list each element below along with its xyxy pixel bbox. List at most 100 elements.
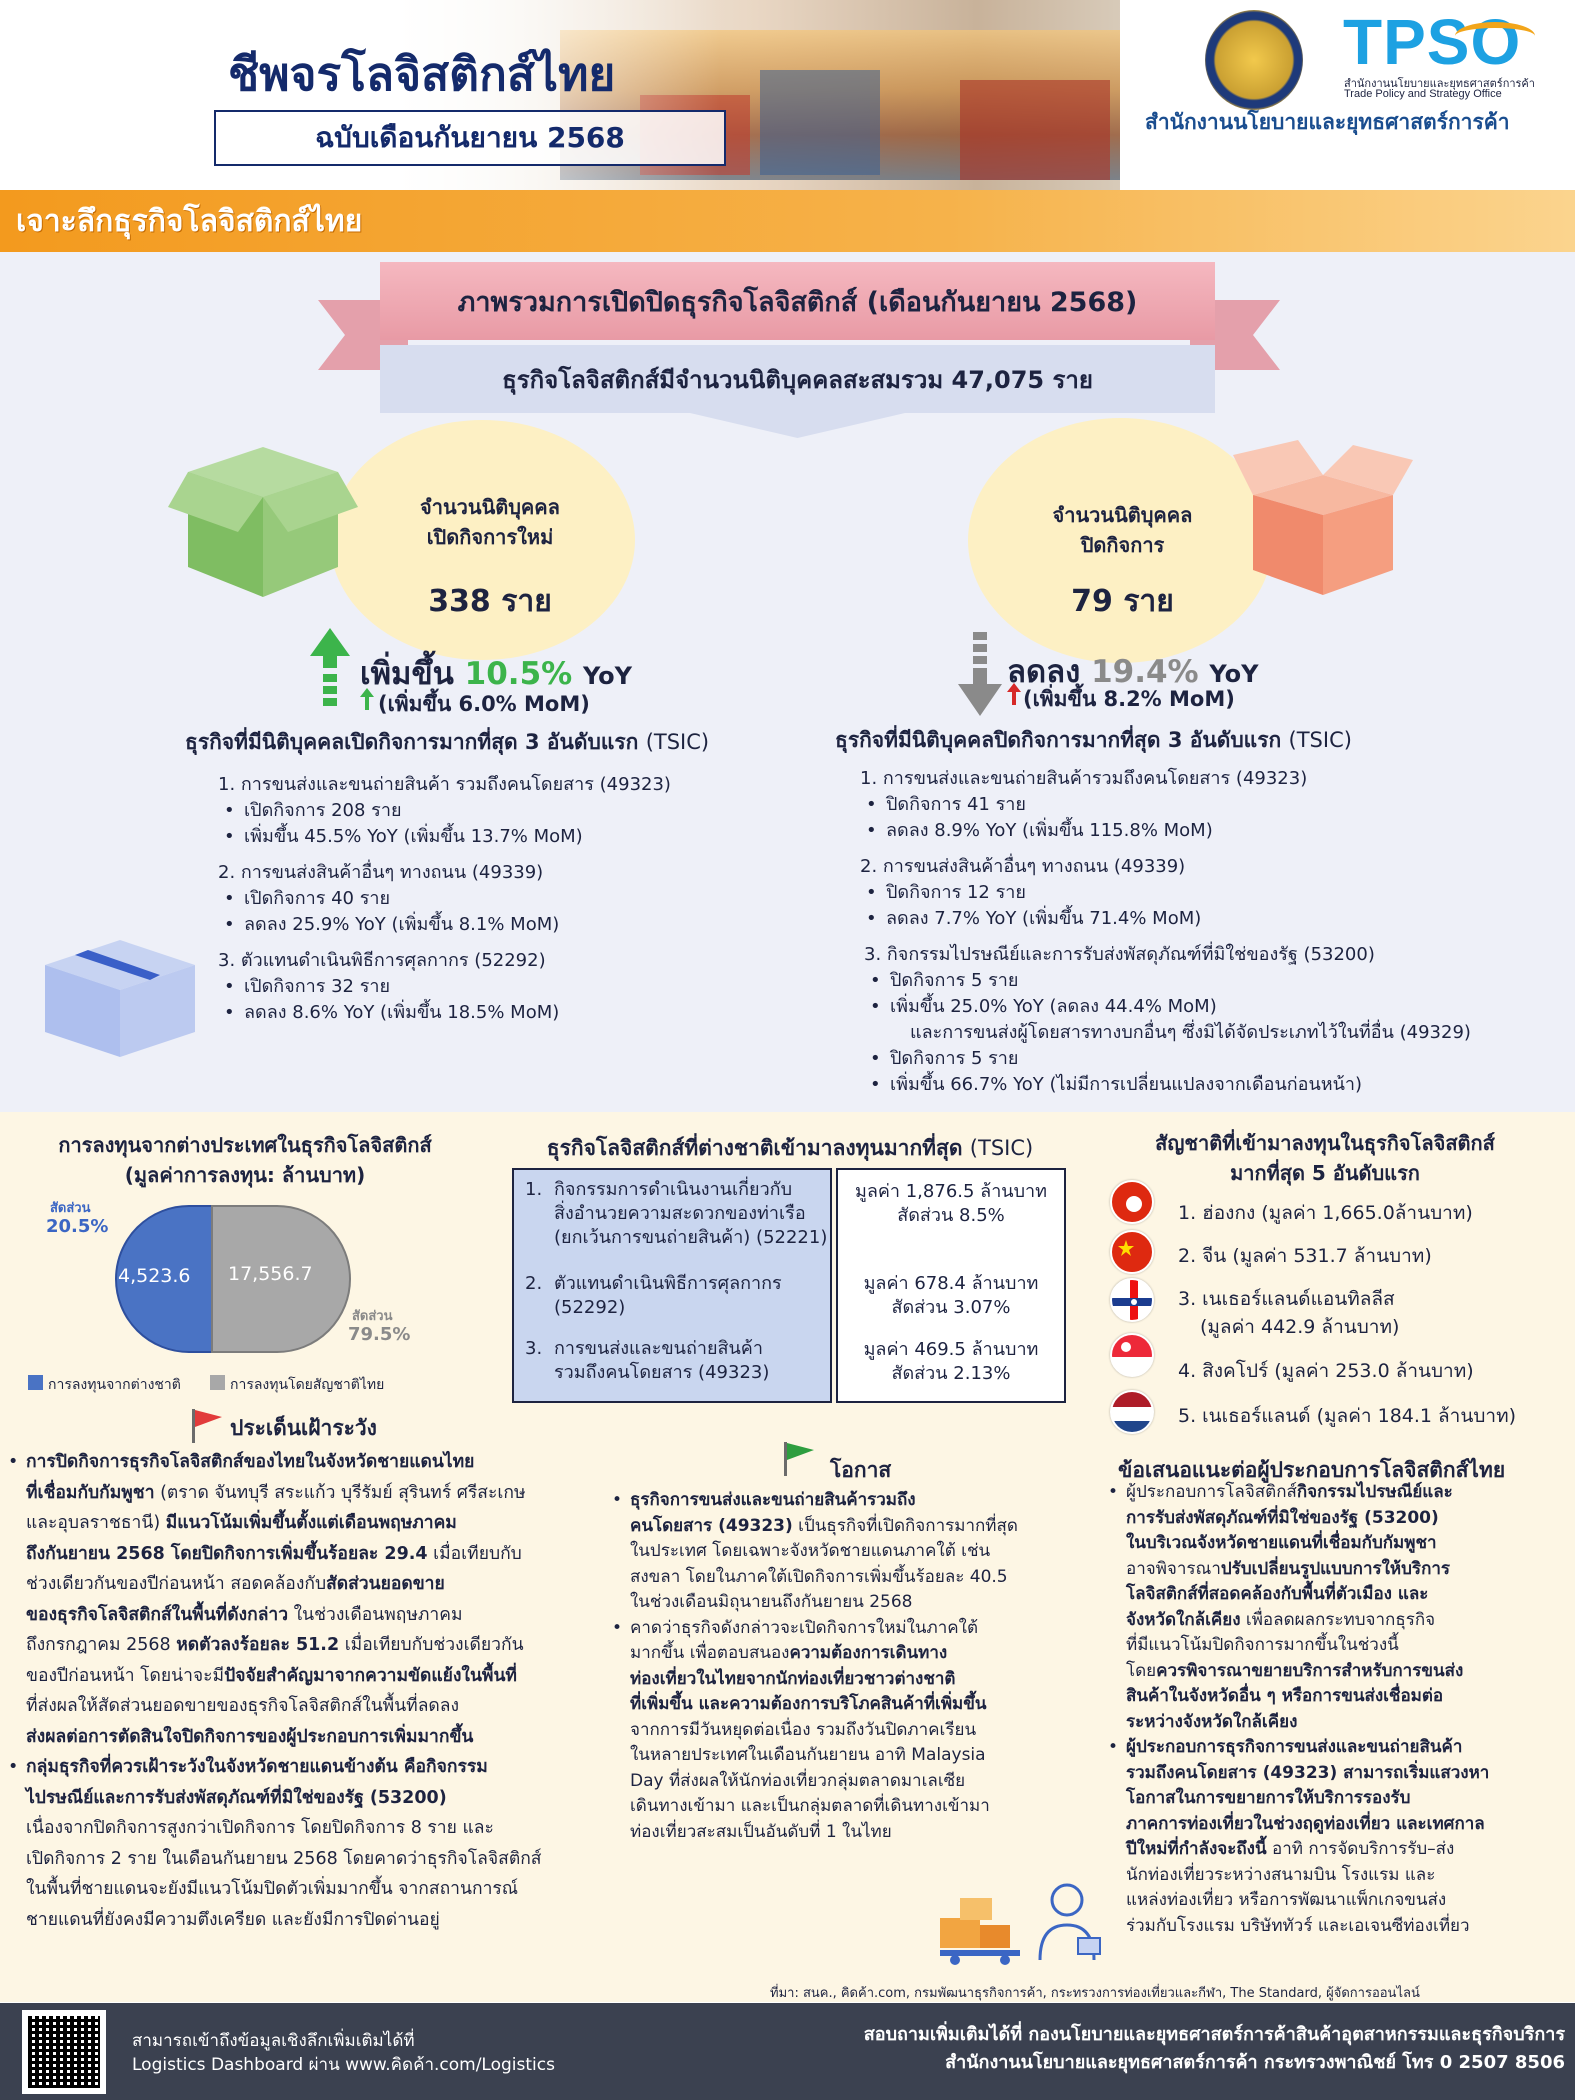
list-item-detail: ลดลง 25.9% YoY (เพิ่มขึ้น 8.1% MoM) [218,912,698,938]
overview-subbar: ธุรกิจโลจิสติกส์มีจำนวนนิติบุคคลสะสมรวม … [380,345,1215,413]
nation-item: 1. ฮ่องกง (มูลค่า 1,665.0ล้านบาท) [1178,1202,1473,1224]
nation-item-value: (มูลค่า 442.9 ล้านบาท) [1200,1316,1400,1338]
open-count: 338 ราย [428,584,552,619]
watch-text-span: ชายแดนที่ยังคงมีความตึงเครียด และยังมีกา… [26,1909,440,1930]
row-value: มูลค่า 1,876.5 ล้านบาท [854,1181,1048,1202]
opp-text-line: เดินทางเข้ามา และเป็นกลุ่มตลาดที่เดินทาง… [630,1796,990,1816]
opp-text-line: ในหลายประเทศในเดือนกันยายน อาทิ Malaysia [630,1745,986,1765]
rec-text-bold: ผู้ประกอบการธุรกิจการขนส่งและขนถ่ายสินค้… [1126,1737,1463,1757]
page-title: ชีพจรโลจิสติกส์ไทย [228,47,616,101]
section-band: เจาะลึกธุรกิจโลจิสติกส์ไทย [0,190,1575,252]
open-list-title: ธุรกิจที่มีนิติบุคคลเปิดกิจการมากที่สุด … [185,730,639,754]
row-name: ตัวแทนดำเนินพิธีการศุลกากร [554,1273,782,1294]
rec-text-bold: การรับส่งพัสดุภัณฑ์ที่มิใช่ของรัฐ (53200… [1126,1507,1439,1528]
rec-text-bold: รวมถึงคนโดยสาร (49323) สามารถเริ่มแสวงหา [1126,1762,1490,1783]
open-yoy-word: เพิ่มขึ้น [360,656,454,692]
opp-text-bold: ที่เพิ่มขึ้น และความต้องการบริโภคสินค้าท… [630,1694,987,1714]
small-up-arrow-red-icon [1007,683,1021,705]
rec-text-bold: ระหว่างจังหวัดใกล้เคียง [1126,1711,1298,1732]
list-item-detail: ปิดกิจการ 12 ราย [860,880,1560,906]
footer-link[interactable]: Logistics Dashboard ผ่าน www.คิดค้า.com/… [132,2055,555,2075]
row-share: สัดส่วน 3.07% [891,1297,1011,1318]
watch-text-span: เมื่อเทียบกับช่วงเดียวกัน [339,1635,524,1655]
rec-text-bold: กิจกรรมไปรษณีย์และ [1296,1482,1453,1502]
list-item-name: 3. ตัวแทนดำเนินพิธีการศุลกากร (52292) [218,950,546,971]
rec-text-bold: โอกาสในการขยายการให้บริการรองรับ [1126,1788,1411,1808]
list-item: 3. กิจกรรมไปรษณีย์และการรับส่งพัสดุภัณฑ์… [860,942,1560,1098]
delivery-worker-icon [940,1883,1101,1965]
watch-text-span: ของปีก่อนหน้า โดยน่าจะมี [26,1665,225,1686]
row-name: สิ่งอำนวยความสะดวกของท่าเรือ [554,1203,806,1224]
source-note: ที่มา: สนค., คิดค้า.com, กรมพัฒนาธุรกิจก… [770,1986,1420,2001]
list-item-detail: เพิ่มขึ้น 66.7% YoY (ไม่มีการเปลี่ยนแปลง… [864,1072,1560,1098]
rec-text-bold: ปีใหม่ที่กำลังจะถึงนี้ [1126,1839,1267,1859]
row-share: สัดส่วน 8.5% [897,1205,1005,1226]
list-item-name: 1. การขนส่งและขนถ่ายสินค้ารวมถึงคนโดยสาร… [860,768,1308,789]
flag-china-icon [1110,1230,1154,1274]
row-number: 1. [525,1179,543,1200]
rec-text-span: ผู้ประกอบการโลจิสติกส์ [1126,1482,1297,1502]
rec-text-bold: โลจิสติกส์ที่สอดคล้องกับพื้นที่ตัวเมือง … [1126,1584,1429,1604]
watch-text-span: และอุบลราชธานี) [26,1513,166,1533]
opportunity-title: โอกาส [830,1458,892,1482]
open-label-line1: จำนวนนิติบุคคล [420,495,560,519]
list-item-detail: ลดลง 8.6% YoY (เพิ่มขึ้น 18.5% MoM) [218,1000,698,1026]
header-banner [0,0,1575,190]
watch-text-span: เมื่อเทียบกับ [427,1543,522,1564]
open-mom: (เพิ่มขึ้น 6.0% MoM) [378,692,590,716]
rec-text-bold: สินค้าในจังหวัดอื่น ๆ หรือการขนส่งเชื่อม… [1126,1686,1444,1706]
row-share: สัดส่วน 2.13% [891,1363,1011,1384]
open-box-icon [168,447,358,597]
open-yoy-pct: 10.5% [464,656,573,692]
nation-item: 2. จีน (มูลค่า 531.7 ล้านบาท) [1178,1245,1432,1267]
list-item-detail: เพิ่มขึ้น 25.0% YoY (ลดลง 44.4% MoM) [864,994,1560,1020]
watch-text-bold: กลุ่มธุรกิจที่ควรเฝ้าระวังในจังหวัดชายแด… [26,1757,488,1777]
rec-text-span: แหล่งท่องเที่ยว หรือการพัฒนาแพ็กเกจขนส่ง [1126,1890,1447,1910]
share-label-foreign: สัดส่วน [50,1201,91,1216]
rec-text-bold: ในบริเวณจังหวัดชายแดนที่เชื่อมกับกัมพูชา [1126,1533,1437,1553]
close-list-title: ธุรกิจที่มีนิติบุคคลปิดกิจการมากที่สุด 3… [835,728,1282,752]
table-row: 2. ตัวแทนดำเนินพิธีการศุลกากร (52292) [525,1272,825,1318]
list-item-name: 2. การขนส่งสินค้าอื่นๆ ทางถนน (49339) [218,862,544,883]
pie-value-thai: 17,556.7 [228,1263,313,1285]
list-item-detail: เพิ่มขึ้น 45.5% YoY (เพิ่มขึ้น 13.7% MoM… [218,824,698,850]
share-label-thai: สัดส่วน [352,1309,393,1324]
nations-title-2: มากที่สุด 5 อันดับแรก [1230,1161,1420,1185]
footer-contact-1: สอบถามเพิ่มเติมได้ที่ กองนโยบายและยุทธศา… [863,2024,1565,2045]
list-item: 1. การขนส่งและขนถ่ายสินค้ารวมถึงคนโดยสาร… [860,766,1560,844]
footer [0,2003,1575,2100]
rec-text-span: อาจพิจารณา [1126,1558,1221,1579]
watch-text-bold: การปิดกิจการธุรกิจโลจิสติกส์ของไทยในจังห… [26,1452,475,1472]
close-list: 1. การขนส่งและขนถ่ายสินค้ารวมถึงคนโดยสาร… [860,766,1560,1098]
opp-text-line: สงขลา โดยในภาคใต้เปิดกิจการเพิ่มขึ้นร้อย… [630,1566,1008,1587]
legend-thai: การลงทุนโดยสัญชาติไทย [230,1377,385,1393]
qr-code-icon[interactable] [22,2010,106,2094]
top-foreign-title: ธุรกิจโลจิสติกส์ที่ต่างชาติเข้ามาลงทุนมา… [546,1136,963,1160]
row-name: (52292) [554,1297,626,1318]
list-item-detail: ปิดกิจการ 41 ราย [860,792,1560,818]
invest-title: การลงทุนจากต่างประเทศในธุรกิจโลจิสติกส์ [58,1133,432,1157]
watch-text-span: ช่วงเดียวกันของปีก่อนหน้า สอดคล้องกับ [26,1574,327,1594]
list-item-detail: ลดลง 7.7% YoY (เพิ่มขึ้น 71.4% MoM) [860,906,1560,932]
container-photo [760,70,880,175]
overview-ribbon: ภาพรวมการเปิดปิดธุรกิจโลจิสติกส์ (เดือนก… [380,262,1215,340]
edition-label: ฉบับเดือนกันยายน 2568 [315,121,625,154]
table-value: มูลค่า 469.5 ล้านบาท สัดส่วน 2.13% [838,1338,1064,1386]
table-row: 1. กิจกรรมการดำเนินงานเกี่ยวกับ สิ่งอำนว… [525,1178,827,1248]
opp-text-span: เป็นธุรกิจที่เปิดกิจการมากที่สุด [792,1515,1018,1536]
truck-photo [960,80,1110,180]
nation-item: 4. สิงคโปร์ (มูลค่า 253.0 ล้านบาท) [1178,1360,1474,1382]
opp-text-bold: ความต้องการเดินทาง [789,1643,948,1663]
opp-text-line: ท่องเที่ยวสะสมเป็นอันดับที่ 1 ในไทย [630,1821,892,1842]
watch-text-bold: ของธุรกิจโลจิสติกส์ในพื้นที่ดังกล่าว [26,1604,289,1625]
flag-hongkong-icon [1110,1180,1154,1224]
green-flag-icon [784,1442,814,1476]
recommend-text: ผู้ประกอบการโลจิสติกส์กิจกรรมไปรษณีย์และ… [1108,1480,1570,1939]
watch-text-span: ที่ส่งผลให้สัดส่วนยอดขายของธุรกิจโลจิสติ… [26,1696,460,1716]
red-flag-icon [192,1409,222,1443]
opp-text-line: ในประเทศ โดยเฉพาะจังหวัดชายแดนภาคใต้ เช่… [630,1541,991,1561]
list-item: 1. การขนส่งและขนถ่ายสินค้า รวมถึงคนโดยสา… [218,772,698,850]
section-title: เจาะลึกธุรกิจโลจิสติกส์ไทย [16,203,363,239]
logo-subtitle-en: Trade Policy and Strategy Office [1344,88,1502,100]
list-item-detail: เปิดกิจการ 32 ราย [218,974,698,1000]
